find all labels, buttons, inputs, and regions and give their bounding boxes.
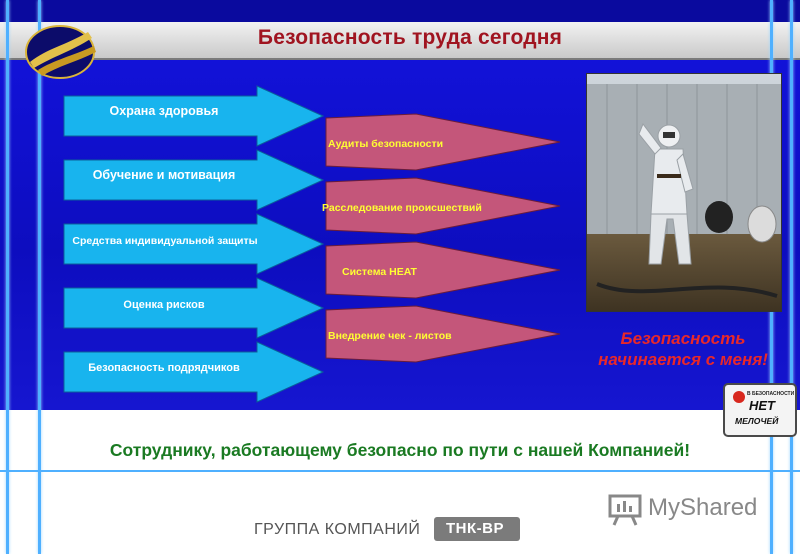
left-arrow-label-4: Оценка рисков: [123, 299, 205, 311]
company-emblem-logo: [25, 25, 96, 79]
right-arrow-2: [325, 177, 561, 235]
badge-top-text: В БЕЗОПАСНОСТИ: [747, 391, 795, 397]
left-arrow-label-2: Обучение и мотивация: [92, 168, 236, 182]
left-arrow-3: [63, 213, 325, 275]
footer-group-text: ГРУППА КОМПАНИЙ: [254, 521, 421, 538]
badge-bottom-text: МЕЛОЧЕЙ: [735, 416, 779, 426]
top-bar: [0, 0, 800, 22]
slogan-line-1: Безопасность: [620, 329, 746, 348]
right-arrow-1: [325, 113, 561, 171]
watermark-text: MyShared: [648, 494, 758, 521]
decor-line-left-1: [6, 0, 9, 554]
myshared-watermark: MyShared: [608, 492, 778, 526]
slogan-line-2: начинается с меня!: [598, 350, 768, 369]
safety-slogan: Безопасность начинается с меня!: [566, 328, 800, 370]
page-title: Безопасность труда сегодня: [257, 26, 563, 49]
left-arrow-2: [63, 149, 325, 211]
right-arrow-label-4: Внедрение чек - листов: [328, 330, 452, 342]
right-arrow-3: [325, 241, 561, 299]
decor-line-left-2: [38, 0, 41, 554]
left-arrow-5: [63, 341, 325, 403]
decor-line-horizontal: [0, 470, 800, 472]
right-arrow-label-3: Система HEAT: [342, 266, 417, 278]
right-arrow-label-2: Расследование происшествий: [322, 202, 482, 214]
bottom-message: Сотруднику, работающему безопасно по пут…: [109, 440, 691, 460]
badge-middle-text: НЕТ: [749, 398, 775, 413]
worker-in-protective-suit-photo: [586, 73, 782, 312]
left-arrow-label-5: Безопасность подрядчиков: [88, 362, 240, 374]
left-arrow-1: [63, 85, 325, 147]
right-arrow-4: [325, 305, 561, 363]
brand-logo-text: ТНК-ВР: [446, 520, 504, 537]
right-arrow-label-1: Аудиты безопасности: [328, 138, 444, 150]
left-arrow-label-3: Средства индивидуальной защиты: [72, 235, 258, 247]
no-trifles-badge: В БЕЗОПАСНОСТИ НЕТ МЕЛОЧЕЙ: [723, 383, 797, 437]
badge-heart-icon: [733, 391, 745, 403]
presentation-board-icon: [608, 494, 642, 526]
title-bar: [0, 22, 800, 60]
left-arrow-4: [63, 277, 325, 339]
decor-line-right-2: [790, 0, 793, 554]
brand-logo: ТНК-ВР: [434, 517, 520, 541]
left-arrow-label-1: Охрана здоровья: [109, 104, 219, 118]
